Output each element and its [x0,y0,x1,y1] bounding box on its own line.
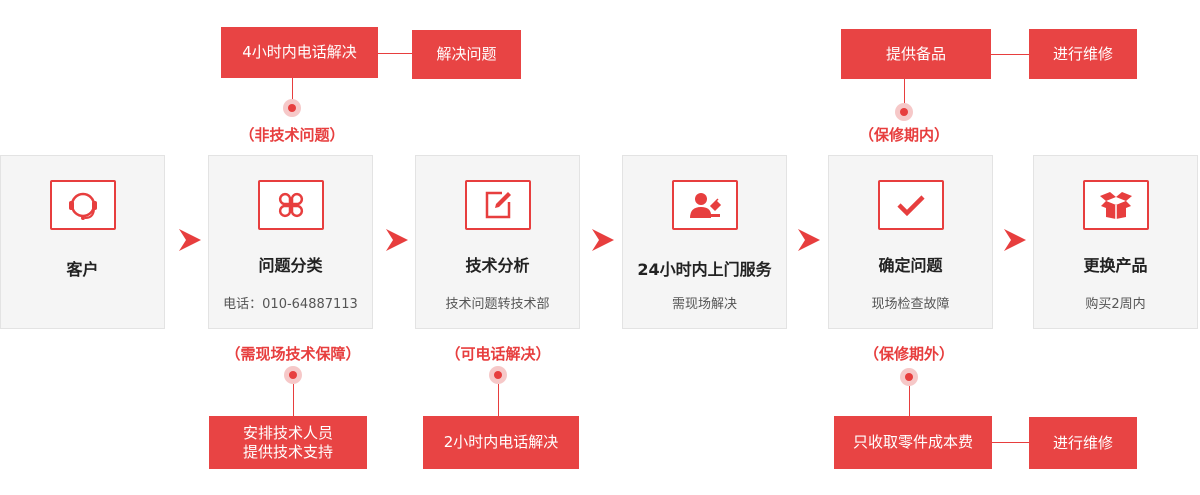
non-tech-label: （非技术问题） [239,126,345,144]
check-icon [896,195,925,217]
icon-frame [49,180,116,230]
connector-line [378,53,412,54]
phone-2h-label: 2小时内电话解决 [443,433,559,451]
connector-line [991,54,1029,55]
connector-line [909,386,910,416]
step-title: 技术分析 [465,256,530,275]
connector-dot [283,99,301,117]
connector-line [992,442,1029,443]
spare-label: 提供备品 [885,44,946,63]
arrange-tech-box: 安排技术人员 提供技术支持 [209,416,367,469]
resolve-label: 解决问题 [436,45,497,63]
connector-line [498,384,499,416]
connector-dot [895,103,913,121]
step-card-analysis: 技术分析 技术问题转技术部 [415,155,580,329]
icon-frame [1082,180,1149,230]
repair-top-label: 进行维修 [1052,44,1113,63]
onsite-tech-label: （需现场技术保障） [225,345,361,363]
step-title: 问题分类 [258,256,323,275]
step-card-confirm: 确定问题 现场检查故障 [828,155,993,329]
connector-line [292,78,293,108]
step-card-replace: 更换产品 购买2周内 [1033,155,1198,329]
phone-2h-box: 2小时内电话解决 [423,416,579,469]
flow-arrow [1004,229,1026,251]
arrange-tech-line1: 安排技术人员 [242,423,333,442]
step-title: 确定问题 [878,256,943,275]
repair-top-box: 进行维修 [1029,29,1137,79]
headset-icon [68,192,97,220]
step-subtitle: 电话：010-64887113 [223,297,358,312]
flow-arrow [592,229,614,251]
connector-line [293,384,294,416]
category-icon [278,192,303,218]
phone-ok-label: （可电话解决） [445,345,551,363]
repair-bottom-label: 进行维修 [1052,433,1113,452]
warranty-in-label: （保修期内） [858,126,949,144]
icon-frame [257,180,324,230]
step-title: 24小时内上门服务 [637,260,772,279]
step-subtitle: 现场检查故障 [871,297,950,312]
warranty-out-label: （保修期外） [863,345,954,363]
resolve-box: 解决问题 [412,30,521,79]
parts-cost-label: 只收取零件成本费 [852,433,973,451]
step-card-customer: 客户 [0,155,165,329]
connector-line [904,79,905,112]
phone-fix-4h-label: 4小时内电话解决 [242,43,357,61]
step-subtitle: 购买2周内 [1085,297,1146,312]
edit-icon [485,191,511,219]
connector-dot [284,366,302,384]
connector-dot [900,368,918,386]
step-title: 更换产品 [1083,256,1148,275]
step-card-classify: 问题分类 电话：010-64887113 [208,155,373,329]
step-title: 客户 [66,260,99,279]
icon-frame [671,180,738,230]
parts-cost-box: 只收取零件成本费 [834,416,992,469]
step-card-onsite: 24小时内上门服务 需现场解决 [622,155,787,329]
step-subtitle: 技术问题转技术部 [445,297,550,312]
flow-arrow [798,229,820,251]
flow-arrow [386,229,408,251]
spare-box: 提供备品 [841,29,991,79]
step-subtitle: 需现场解决 [671,297,737,312]
connector-dot [489,366,507,384]
phone-fix-4h-box: 4小时内电话解决 [221,27,378,78]
box-icon [1099,192,1132,219]
repair-bottom-box: 进行维修 [1029,417,1137,469]
arrange-tech-line2: 提供技术支持 [242,442,333,461]
icon-frame [877,180,944,230]
flow-arrow [179,229,201,251]
icon-frame [464,180,531,230]
engineer-icon [689,193,721,218]
